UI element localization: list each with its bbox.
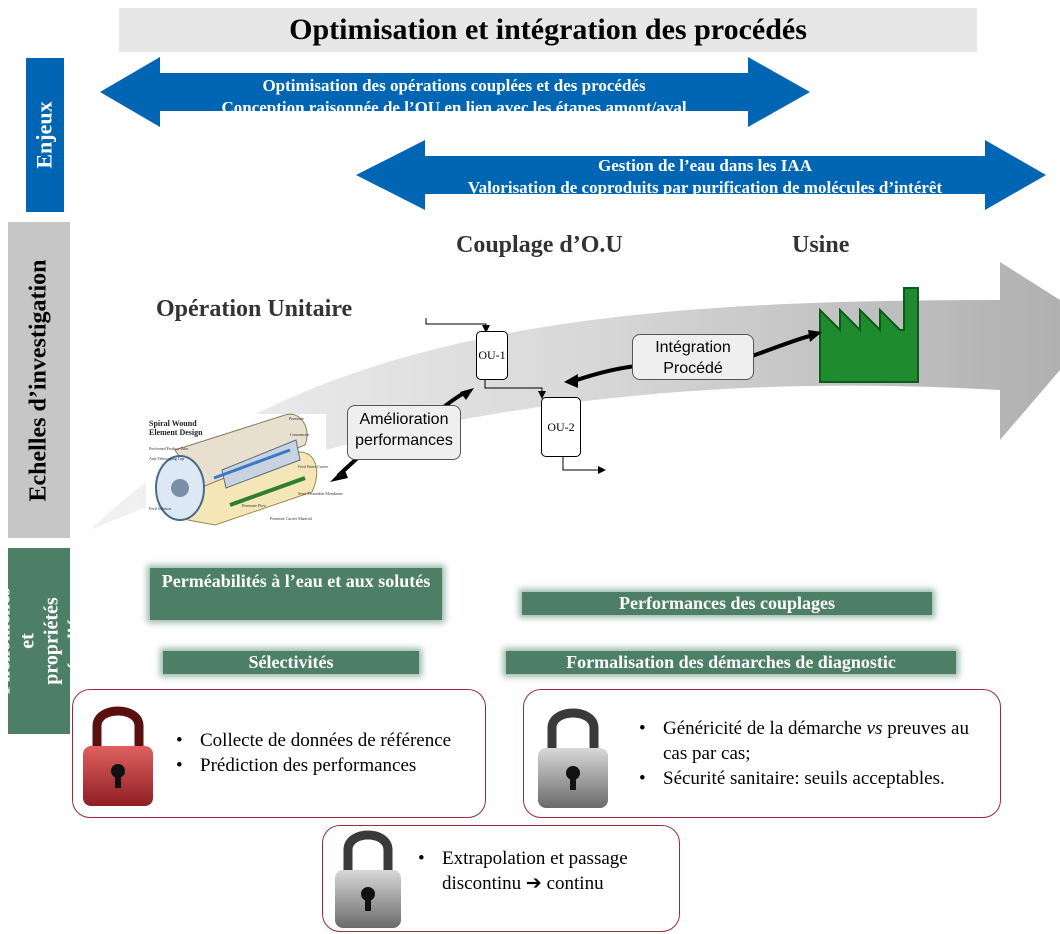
- lock-grey-bottom-item-1-text: Extrapolation et passage discontinu ➔ co…: [442, 848, 628, 894]
- top-arrow-text: Optimisation des opérations couplées et …: [160, 75, 748, 119]
- bubble-amelioration-line-1: Amélioration: [359, 411, 449, 428]
- top-arrow-line-1: Optimisation des opérations couplées et …: [262, 76, 646, 95]
- lock-grey-right-item-2-text: Sécurité sanitaire: seuils acceptables.: [663, 768, 945, 789]
- lock-grey-bottom-list: •Extrapolation et passage discontinu ➔ c…: [418, 846, 668, 896]
- bubble-integration-line-1: Intégration: [655, 339, 731, 356]
- membrane-label-carrier: Permeate Carrier Material: [270, 516, 313, 521]
- membrane-label-tube: Perforated Product Tube: [149, 446, 188, 451]
- curved-arrow-integration: [573, 334, 811, 383]
- scale-label-usine: Usine: [792, 232, 850, 258]
- lock-grey-right-item-2: •Sécurité sanitaire: seuils acceptables.: [639, 768, 945, 789]
- bubble-integration-line-2: Procédé: [663, 360, 723, 377]
- bubble-integration: Intégration Procédé: [632, 334, 754, 380]
- red-padlock-icon: [83, 706, 153, 806]
- top-arrow-line-2: Conception raisonnée de l’OU en lien ave…: [221, 98, 687, 117]
- membrane-label-membrane: Semi-Permeable Membrane: [298, 491, 343, 496]
- lock-grey-bottom-item-1: •Extrapolation et passage discontinu ➔ c…: [418, 846, 668, 896]
- bubble-amelioration: Amélioration performances: [347, 405, 461, 460]
- lock-box-grey-right: •Généricité de la démarche vs preuves au…: [523, 689, 1001, 818]
- bottom-arrow-text: Gestion de l’eau dans les IAA Valorisati…: [425, 155, 985, 199]
- membrane-title-1: Spiral Wound: [149, 419, 197, 428]
- unit-op-box-1: OU-1: [476, 331, 508, 380]
- lock-red-item-1-text: Collecte de données de référence: [200, 730, 452, 751]
- lock-red-item-2: •Prédiction des performances: [176, 755, 417, 776]
- scale-label-couplage: Couplage d’O.U: [456, 232, 623, 258]
- flow-line-mid: [484, 378, 546, 399]
- membrane-label-feed-carrier: Feed Water Carrier: [298, 464, 329, 469]
- grey-padlock-icon: [538, 708, 608, 808]
- arrow-head-membrane: [330, 468, 348, 482]
- lock-grey-right-item-1-vs: vs: [866, 718, 883, 739]
- side-label-echelles: Echelles d’investigation: [8, 222, 70, 538]
- lock-red-item-1: •Collecte de données de référence: [176, 730, 452, 751]
- arrow-head-ou2: [564, 374, 578, 388]
- membrane-label-flow: Permeate Flow: [242, 503, 266, 508]
- membrane-label-permeate: Permeate: [289, 416, 304, 421]
- property-permeabilites: Perméabilités à l’eau et aux solutés: [150, 568, 442, 620]
- property-formalisation: Formalisation des démarches de diagnosti…: [506, 651, 956, 674]
- membrane-label-cap: Anti-Telescoping Cap: [149, 456, 184, 461]
- lock-grey-right-item-1-a: Généricité de la démarche: [663, 718, 867, 739]
- unit-op-box-2: OU-2: [541, 397, 581, 457]
- membrane-label-feed: Feed Solution: [149, 506, 171, 511]
- bubble-amelioration-line-2: performances: [355, 432, 453, 449]
- blue-double-arrow-top: [100, 57, 810, 127]
- lock-grey-right-item-1-b: preuves au cas par cas;: [663, 718, 969, 764]
- blue-double-arrow-bottom: [356, 140, 1046, 210]
- membrane-label-concentrate: Concentrate: [290, 432, 310, 437]
- bottom-arrow-line-1: Gestion de l’eau dans les IAA: [598, 156, 812, 175]
- flow-line-in: [425, 318, 490, 333]
- membrane-title-2: Element Design: [149, 428, 203, 437]
- lock-grey-right-item-1: •Généricité de la démarche vs preuves au…: [639, 718, 969, 764]
- grey-padlock-icon: [335, 830, 401, 928]
- lock-box-red: •Collecte de données de référence •Prédi…: [72, 689, 486, 818]
- lock-grey-right-list: •Généricité de la démarche vs preuves au…: [639, 716, 991, 791]
- page-title: Optimisation et intégration des procédés: [119, 8, 977, 52]
- flow-line-out: [562, 455, 606, 474]
- property-couplages: Performances des couplages: [522, 592, 932, 615]
- side-label-enjeux: Enjeux: [26, 58, 64, 212]
- factory-icon: [819, 287, 919, 383]
- lock-red-list: •Collecte de données de référence •Prédi…: [176, 728, 481, 778]
- arrow-head-ou1: [460, 388, 474, 400]
- scale-label-operation: Opération Unitaire: [156, 296, 353, 322]
- bottom-arrow-line-2: Valorisation de coproduits par purificat…: [467, 178, 943, 197]
- spiral-wound-membrane-image: Spiral Wound Element Design Permeate Con…: [146, 413, 343, 532]
- scale-progress-arrow: [90, 262, 1060, 530]
- property-selectivites: Sélectivités: [163, 651, 419, 674]
- lock-red-item-2-text: Prédiction des performances: [200, 755, 417, 776]
- side-label-phenomenes: Phénomènes et propriétés étudiés: [0, 548, 86, 734]
- arrow-head-factory: [808, 330, 822, 342]
- lock-box-grey-bottom: •Extrapolation et passage discontinu ➔ c…: [322, 825, 680, 932]
